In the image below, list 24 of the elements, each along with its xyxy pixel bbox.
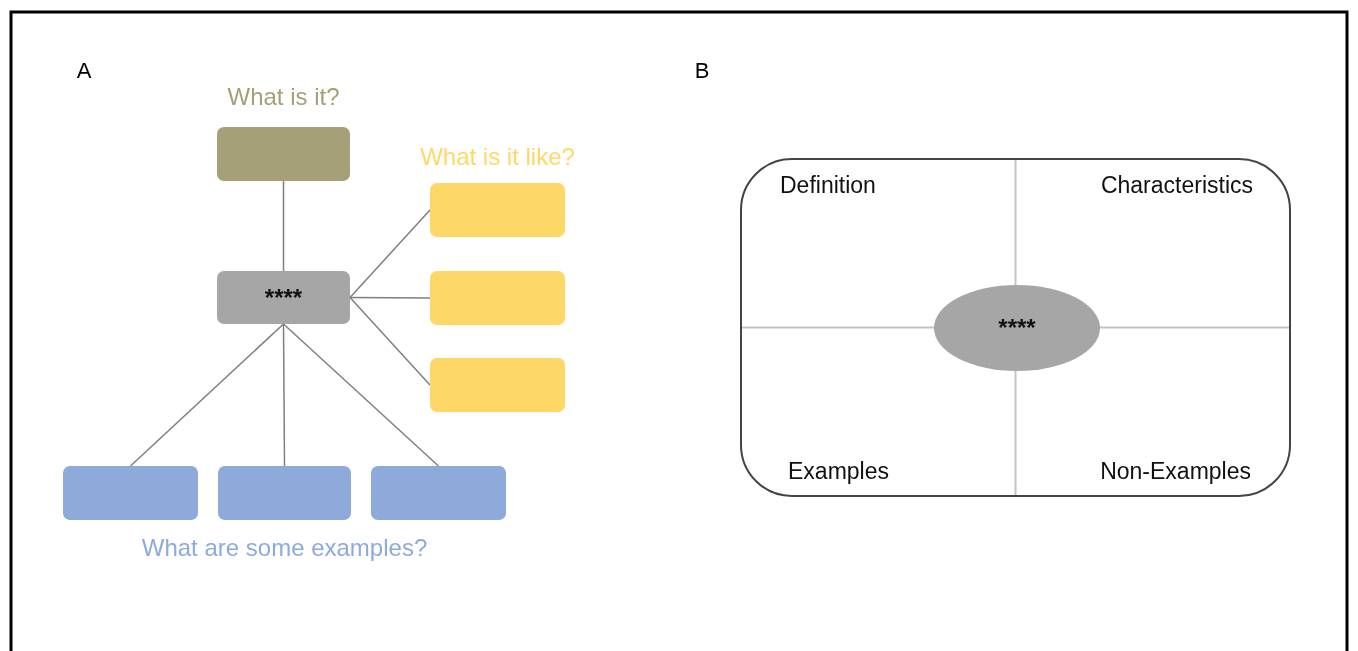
panel-letter: B [694,58,710,84]
center-term: **** [264,283,303,312]
empty-box [371,466,506,520]
empty-box [63,466,198,520]
rounded-box [217,271,350,324]
question-heading: What is it? [227,83,340,111]
quadrant-heading: Non-Examples [1100,458,1251,485]
quadrant-heading: Examples [788,458,889,485]
question-heading: What is it like? [420,143,575,171]
connector-line [349,296,431,299]
empty-box [430,358,565,412]
connector-line [282,180,285,272]
center-term: **** [998,314,1036,342]
connector-line [282,323,440,467]
connector-line [349,296,431,386]
quadrant-heading: Definition [780,172,876,199]
empty-box [430,271,565,325]
connector-line [129,323,285,467]
quadrant-heading: Characteristics [1100,172,1253,199]
connector-line [282,323,286,467]
panel-letter: A [76,58,92,84]
question-heading: What are some examples? [141,534,428,562]
frayer-model-panel [740,158,1291,497]
connector-line [349,209,431,299]
